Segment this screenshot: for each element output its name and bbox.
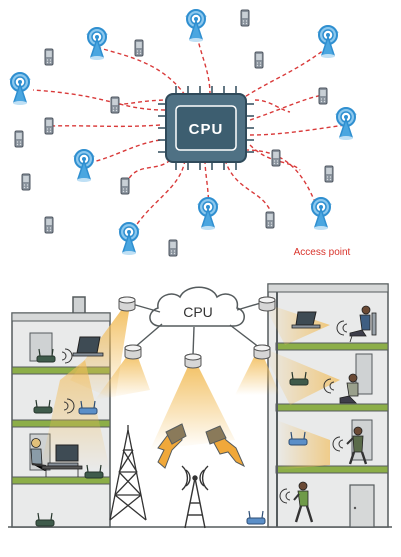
access-point-tower-icon (185, 9, 207, 43)
mobile-phone-icon (14, 130, 24, 148)
ceiling-access-point-icon (124, 344, 142, 360)
mobile-phone-icon (254, 51, 264, 69)
desktop-computer-icon (47, 444, 79, 467)
ceiling-access-point-icon (118, 296, 136, 312)
access-point-tower-icon (335, 107, 357, 141)
mobile-phone-icon (120, 177, 130, 195)
ceiling-access-point-icon (258, 296, 276, 312)
person-standing-icon (346, 426, 368, 465)
cpu-cloud (149, 286, 245, 327)
mobile-phone-icon (271, 149, 281, 167)
mobile-phone-icon (110, 96, 120, 114)
cpu-cloud-label: CPU (183, 304, 213, 320)
ceiling-access-point-icon (184, 353, 202, 369)
person-seated-icon (339, 373, 359, 404)
laptop-icon (291, 311, 321, 329)
mobile-phone-icon (44, 216, 54, 234)
dashed-links (32, 29, 346, 236)
person-walking-icon (293, 481, 314, 523)
access-point-label: Access point (294, 247, 351, 258)
lightning-bolts (157, 423, 246, 469)
wifi-signal-icons (61, 320, 348, 504)
bottom-building-diagram: CPU (8, 283, 392, 529)
cell-tower (109, 425, 147, 521)
access-point-tower-icon (118, 222, 140, 256)
mobile-phone-icon (21, 173, 31, 191)
access-point-tower-icon (73, 149, 95, 183)
person-seated-icon (349, 305, 377, 343)
cpu-chip-label: CPU (189, 121, 224, 138)
mobile-phone-icon (134, 39, 144, 57)
mobile-phone-icon (318, 87, 328, 105)
mobile-phone-icon (44, 48, 54, 66)
router-icon (246, 510, 266, 525)
signal-beams (40, 305, 340, 470)
access-point-tower-icon (310, 197, 332, 231)
mobile-phone-icon (265, 211, 275, 229)
ceiling-access-point-icon (253, 344, 271, 360)
mobile-phone-icon (240, 9, 250, 27)
access-point-tower-icon (197, 197, 219, 231)
mobile-phone-icon (44, 117, 54, 135)
access-point-tower-icon (9, 72, 31, 106)
mobile-phone-icon (168, 239, 178, 257)
radio-antenna (181, 465, 209, 529)
access-point-tower-icon (86, 27, 108, 61)
mobile-phone-icon (324, 165, 334, 183)
top-network-diagram: CPU A (9, 9, 357, 258)
person-at-desk-icon (30, 438, 83, 477)
cpu-chip (158, 86, 254, 170)
access-point-tower-icon (317, 25, 339, 59)
laptop-icon (72, 336, 104, 357)
